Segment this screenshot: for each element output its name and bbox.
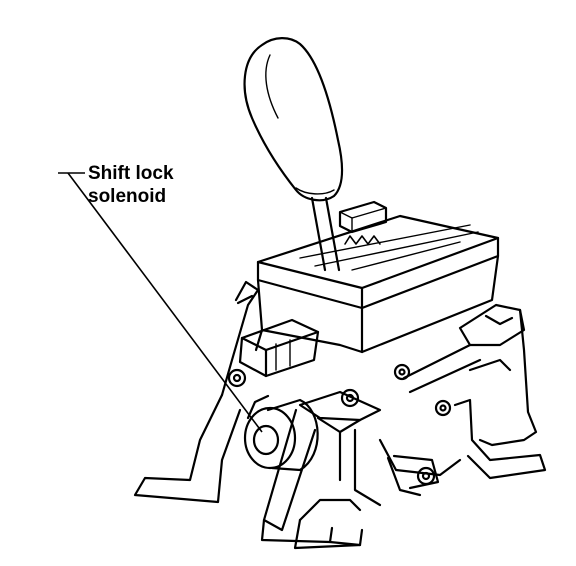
left-bracket xyxy=(133,280,260,504)
shift-knob xyxy=(243,37,344,202)
callout-label: Shift lock solenoid xyxy=(88,162,174,208)
callout-line-2: solenoid xyxy=(88,186,167,207)
callout-leader xyxy=(58,172,263,433)
detent-teeth xyxy=(344,235,381,245)
bolt-lower xyxy=(416,466,436,486)
release-button xyxy=(338,200,388,234)
callout-line-1: Shift lock xyxy=(88,163,174,184)
lower-linkage xyxy=(260,390,382,544)
front-base xyxy=(293,518,364,550)
bolt-rear xyxy=(434,399,452,417)
right-base xyxy=(378,398,547,497)
shifter-top-cover xyxy=(256,214,500,310)
shift-shaft xyxy=(310,196,341,272)
right-linkage xyxy=(402,303,538,447)
bolt-left xyxy=(227,368,247,388)
bolt-right xyxy=(393,363,411,381)
solenoid-connector xyxy=(238,318,320,378)
